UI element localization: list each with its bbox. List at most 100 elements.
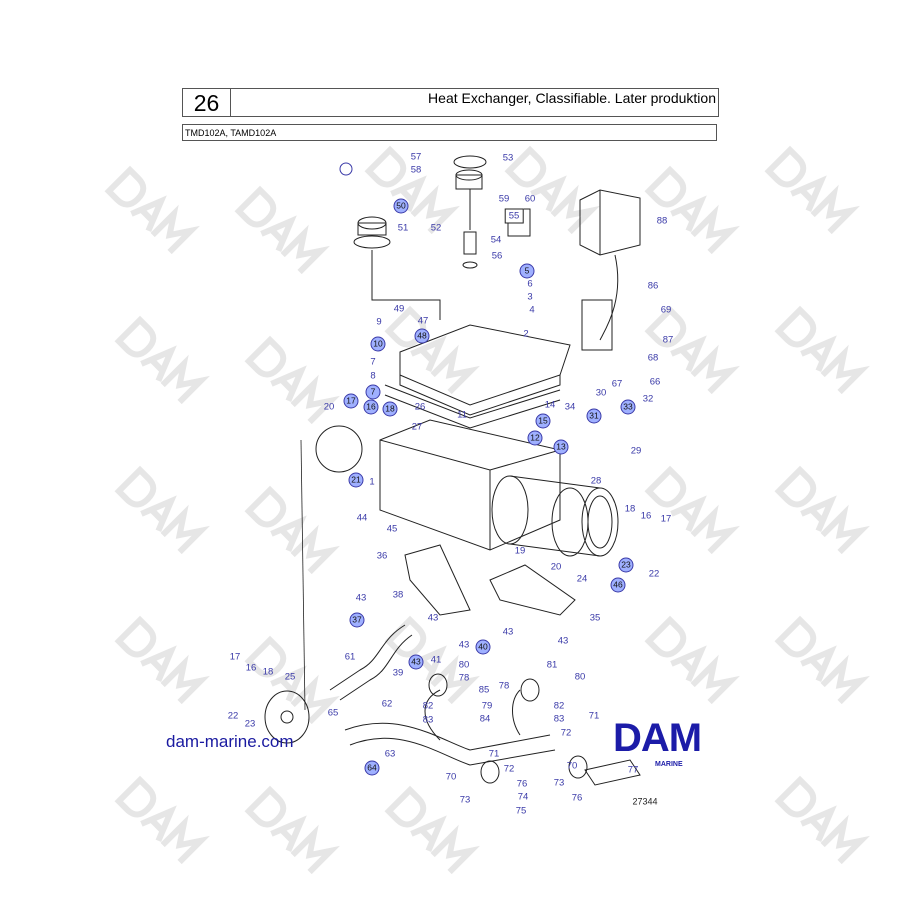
part-callout-84: 84 bbox=[479, 713, 491, 725]
filler-cap-assembly bbox=[453, 155, 531, 269]
part-callout-78: 78 bbox=[458, 672, 470, 684]
part-callout-17: 17 bbox=[660, 513, 672, 525]
part-callout-59: 59 bbox=[498, 193, 510, 205]
part-callout-77: 77 bbox=[627, 764, 639, 776]
part-callout-65: 65 bbox=[327, 707, 339, 719]
watermark-graphic bbox=[644, 165, 740, 255]
part-callout-75: 75 bbox=[515, 805, 527, 817]
watermark-graphic bbox=[364, 145, 460, 235]
pressure-cap bbox=[353, 216, 441, 320]
part-callout-43: 43 bbox=[458, 639, 470, 651]
part-callout-5: 5 bbox=[519, 263, 535, 279]
part-callout-43: 43 bbox=[427, 612, 439, 624]
part-callout-43: 43 bbox=[502, 626, 514, 638]
part-callout-70: 70 bbox=[445, 771, 457, 783]
part-callout-39: 39 bbox=[392, 667, 404, 679]
part-callout-60: 60 bbox=[524, 193, 536, 205]
watermark-graphic bbox=[504, 145, 600, 235]
watermark-graphic bbox=[244, 635, 340, 725]
brackets bbox=[404, 544, 576, 616]
part-callout-51: 51 bbox=[397, 222, 409, 234]
part-callout-73: 73 bbox=[553, 777, 565, 789]
part-callout-17: 17 bbox=[229, 651, 241, 663]
part-callout-82: 82 bbox=[553, 700, 565, 712]
part-callout-67: 67 bbox=[611, 378, 623, 390]
part-callout-44: 44 bbox=[356, 512, 368, 524]
clamps bbox=[428, 673, 641, 786]
watermark-graphic bbox=[244, 485, 340, 575]
page-header: 26 Heat Exchanger, Classifiable. Later p… bbox=[182, 88, 719, 117]
part-callout-45: 45 bbox=[386, 523, 398, 535]
part-callout-31: 31 bbox=[586, 408, 602, 424]
watermark-graphic bbox=[244, 335, 340, 425]
part-callout-72: 72 bbox=[560, 727, 572, 739]
coolant-pipes bbox=[264, 439, 556, 766]
part-callout-71: 71 bbox=[588, 710, 600, 722]
part-callout-43: 43 bbox=[557, 635, 569, 647]
part-callout-74: 74 bbox=[517, 791, 529, 803]
part-callout-76: 76 bbox=[571, 792, 583, 804]
watermark-graphic bbox=[114, 615, 210, 705]
part-callout-1: 1 bbox=[369, 476, 375, 488]
part-callout-6: 6 bbox=[527, 278, 533, 290]
part-callout-25: 25 bbox=[284, 671, 296, 683]
part-callout-40: 40 bbox=[475, 639, 491, 655]
part-callout-66: 66 bbox=[649, 376, 661, 388]
part-callout-55: 55 bbox=[504, 208, 524, 224]
part-callout-16: 16 bbox=[245, 662, 257, 674]
part-callout-22: 22 bbox=[648, 568, 660, 580]
part-callout-16: 16 bbox=[640, 510, 652, 522]
part-callout-29: 29 bbox=[630, 445, 642, 457]
part-callout-26: 26 bbox=[414, 401, 426, 413]
part-callout-83: 83 bbox=[553, 713, 565, 725]
part-callout-11: 11 bbox=[457, 409, 467, 421]
watermark-graphic bbox=[644, 305, 740, 395]
part-callout-3: 3 bbox=[527, 291, 533, 303]
watermark-graphic bbox=[644, 465, 740, 555]
part-callout-37: 37 bbox=[349, 612, 365, 628]
watermark-graphic bbox=[234, 185, 330, 275]
part-callout-63: 63 bbox=[384, 748, 396, 760]
part-callout-34: 34 bbox=[564, 401, 576, 413]
part-callout-70: 70 bbox=[566, 760, 578, 772]
website-link[interactable]: dam-marine.com bbox=[166, 732, 294, 751]
part-callout-7: 7 bbox=[365, 384, 381, 400]
part-callout-61: 61 bbox=[344, 651, 356, 663]
watermark-graphic bbox=[774, 465, 870, 555]
part-callout-19: 19 bbox=[514, 545, 526, 557]
part-callout-64: 64 bbox=[364, 760, 380, 776]
part-callout-79: 79 bbox=[481, 700, 493, 712]
part-callout-80: 80 bbox=[458, 659, 470, 671]
part-callout-38: 38 bbox=[392, 589, 404, 601]
part-callout-81: 81 bbox=[546, 659, 558, 671]
part-callout-23: 23 bbox=[618, 557, 634, 573]
model-list: TMD102A, TAMD102A bbox=[182, 124, 717, 141]
part-callout-8: 8 bbox=[370, 370, 376, 382]
heat-exchanger-housing bbox=[315, 419, 561, 551]
part-callout-36: 36 bbox=[376, 550, 388, 562]
tube-stack-cylinder bbox=[491, 475, 619, 557]
junction-box bbox=[579, 189, 641, 351]
watermark-graphic bbox=[384, 615, 480, 705]
empty-marker-circle bbox=[339, 162, 353, 176]
watermark-graphic bbox=[774, 305, 870, 395]
part-callout-30: 30 bbox=[595, 387, 607, 399]
part-callout-18: 18 bbox=[624, 503, 636, 515]
watermark-graphic bbox=[114, 315, 210, 405]
part-callout-68: 68 bbox=[647, 352, 659, 364]
part-callout-35: 35 bbox=[589, 612, 601, 624]
part-callout-18: 18 bbox=[262, 666, 274, 678]
watermark-graphic bbox=[114, 775, 210, 865]
part-callout-87: 87 bbox=[662, 334, 674, 346]
part-callout-17: 17 bbox=[343, 393, 359, 409]
part-callout-50: 50 bbox=[393, 198, 409, 214]
watermark-graphic bbox=[244, 785, 340, 875]
part-callout-53: 53 bbox=[502, 152, 514, 164]
part-callout-15: 15 bbox=[535, 413, 551, 429]
part-callout-78: 78 bbox=[498, 680, 510, 692]
part-callout-47: 47 bbox=[417, 315, 429, 327]
watermark-graphic bbox=[774, 775, 870, 865]
watermark-graphic bbox=[644, 615, 740, 705]
part-callout-27: 27 bbox=[411, 421, 423, 433]
watermark-graphic bbox=[774, 615, 870, 705]
